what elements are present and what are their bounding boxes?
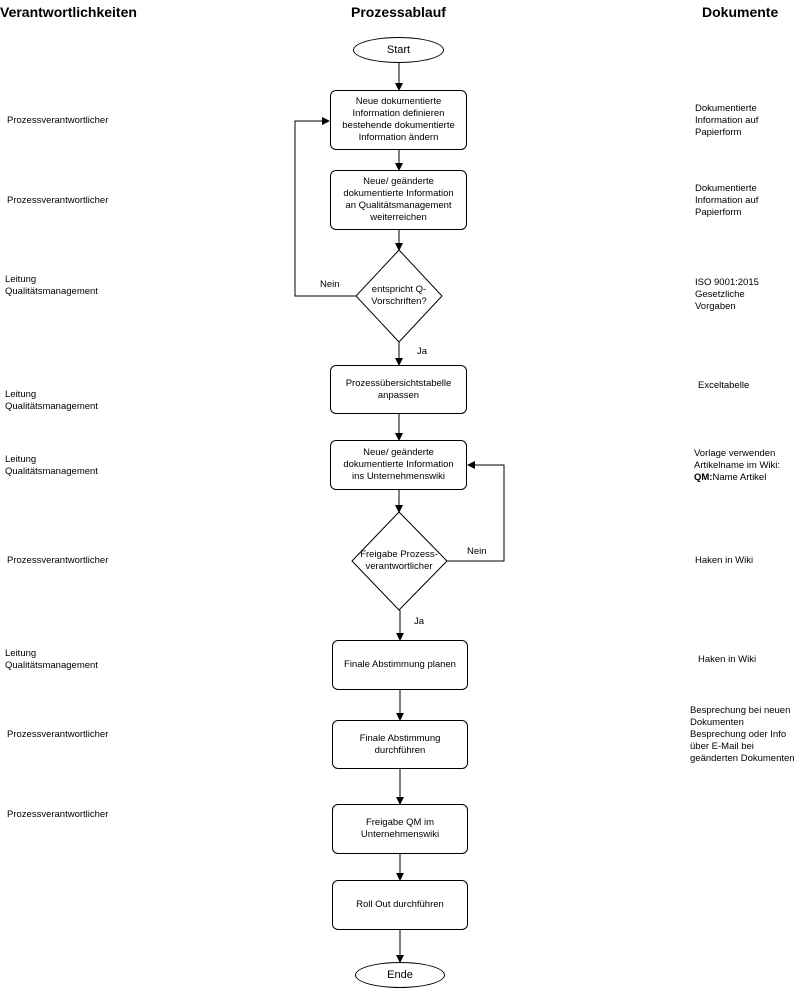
document-label: Dokumentierte Information auf Papierform <box>695 103 759 138</box>
step-roll-out: Roll Out durchführen <box>332 880 468 930</box>
document-label: Haken in Wiki <box>695 555 754 566</box>
responsibility-label: Prozessverantwortlicher <box>7 809 109 820</box>
step-qm-approval-wiki: Freigabe QM im Unternehmenswiki <box>332 804 468 854</box>
step-define-information: Neue dokumentierte Information definiere… <box>330 90 467 150</box>
responsibility-label: Prozessverantwortlicher <box>7 729 109 740</box>
edge-label-d1-no: Nein <box>320 279 340 290</box>
document-label: Vorlage verwenden Artikelname im Wiki: <box>694 448 781 471</box>
responsibility-label: Leitung Qualitätsmanagement <box>5 274 98 297</box>
document-label: Besprechung bei neuen Dokumenten Besprec… <box>690 705 795 764</box>
responsibility-label: Leitung Qualitätsmanagement <box>5 648 98 671</box>
responsibility-label: Prozessverantwortlicher <box>7 555 109 566</box>
step-forward-to-qm: Neue/ geänderte dokumentierte Informatio… <box>330 170 467 230</box>
end-node: Ende <box>355 962 445 988</box>
step-plan-final-review: Finale Abstimmung planen <box>332 640 468 690</box>
wiki-namespace: QM: <box>694 472 713 483</box>
responsibility-label: Prozessverantwortlicher <box>7 195 109 206</box>
arrow-d2-no <box>447 461 505 562</box>
wiki-article-placeholder: Name Artikel <box>712 472 767 483</box>
decision-q-rules-label: entspricht Q-Vorschriften? <box>371 284 427 307</box>
step-adjust-overview-table: Prozessübersichtstabelle anpassen <box>330 365 467 414</box>
document-label: Exceltabelle <box>698 380 750 391</box>
document-label: ISO 9001:2015 Gesetzliche Vorgaben <box>695 277 759 312</box>
wiki-article-name: QM:Name Artikel <box>694 472 766 484</box>
decision-diamond-1 <box>355 249 443 343</box>
step-conduct-final-review: Finale Abstimmung durchführen <box>332 720 468 769</box>
document-label: Dokumentierte Information auf Papierform <box>695 183 759 218</box>
edge-label-d2-no: Nein <box>467 546 487 557</box>
header-responsibilities: Verantwortlichkeiten <box>0 4 137 20</box>
header-process: Prozessablauf <box>351 4 446 20</box>
decision-diamond-2 <box>351 511 448 611</box>
edge-label-d1-yes: Ja <box>417 346 428 357</box>
start-node: Start <box>353 37 444 63</box>
decision-owner-approval-label: Freigabe Prozess-verantwortlicher <box>360 549 438 572</box>
responsibility-label: Leitung Qualitätsmanagement <box>5 389 98 412</box>
header-documents: Dokumente <box>702 4 779 20</box>
responsibility-label: Leitung Qualitätsmanagement <box>5 454 98 477</box>
responsibility-label: Prozessverantwortlicher <box>7 115 109 126</box>
arrow-d1-no <box>294 117 356 297</box>
document-label: Haken in Wiki <box>698 654 757 665</box>
step-into-company-wiki: Neue/ geänderte dokumentierte Informatio… <box>330 440 467 490</box>
edge-label-d2-yes: Ja <box>414 616 425 627</box>
